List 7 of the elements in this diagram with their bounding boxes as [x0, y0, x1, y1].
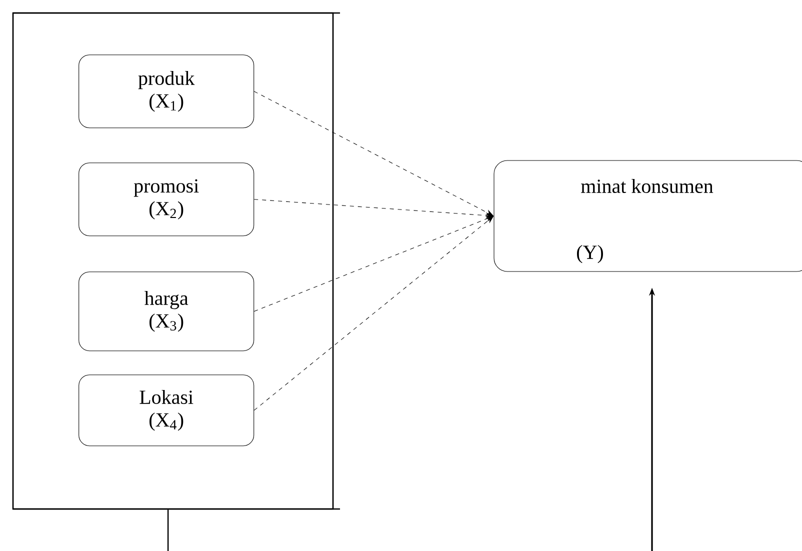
variable-box: harga (X$_{3}$) [78, 272, 254, 352]
connector-line [167, 510, 169, 551]
variable-box: produk (X$_{1}$) [78, 54, 254, 128]
variable-box: promosi (X$_{2}$) [78, 162, 254, 236]
frame-box [12, 12, 340, 510]
variable-box: Lokasi (X$_{4}$) [78, 374, 254, 446]
variable-box: minat konsumen (Y) [494, 160, 802, 272]
